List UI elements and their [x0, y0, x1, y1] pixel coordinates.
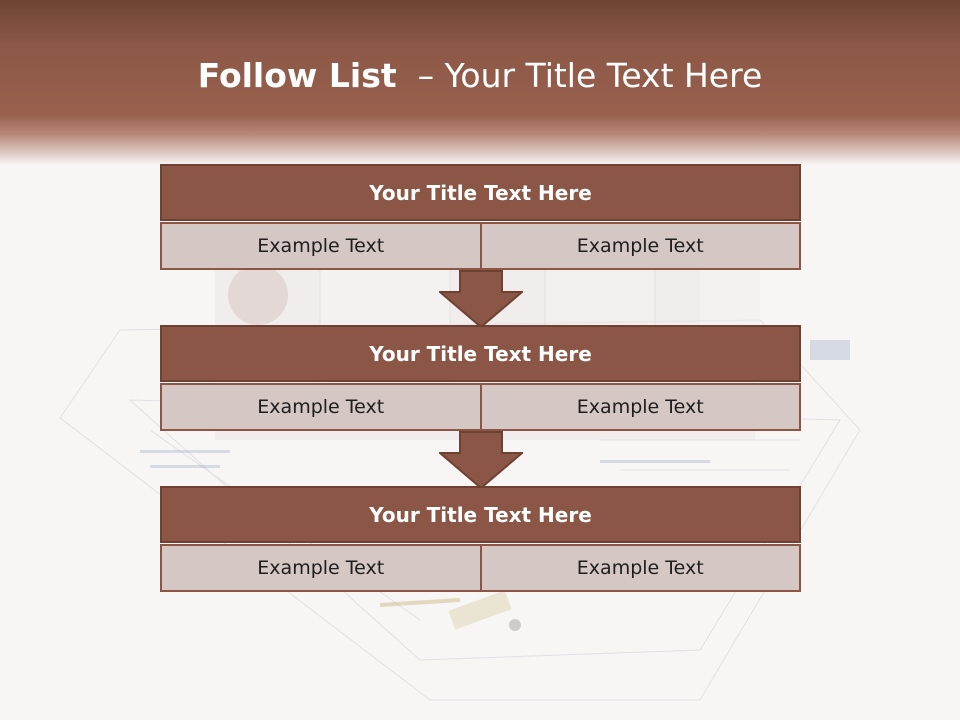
step-cell-left: Example Text — [160, 383, 482, 431]
down-arrow-icon — [439, 270, 523, 328]
step-box-3: Your Title Text Here Example Text Exampl… — [160, 486, 801, 592]
down-arrow-icon — [439, 431, 523, 489]
step-box-1: Your Title Text Here Example Text Exampl… — [160, 164, 801, 270]
step-row: Example Text Example Text — [160, 383, 801, 431]
slide-title: Follow List – Your Title Text Here — [0, 56, 960, 95]
slide-title-bold: Follow List — [197, 56, 397, 95]
step-title: Your Title Text Here — [160, 486, 801, 543]
step-cell-left: Example Text — [160, 544, 482, 592]
step-cell-left: Example Text — [160, 222, 482, 270]
slide-title-rest: – Your Title Text Here — [417, 56, 763, 95]
step-row: Example Text Example Text — [160, 222, 801, 270]
step-box-2: Your Title Text Here Example Text Exampl… — [160, 325, 801, 431]
step-cell-right: Example Text — [481, 383, 801, 431]
step-title: Your Title Text Here — [160, 325, 801, 382]
step-title: Your Title Text Here — [160, 164, 801, 221]
step-cell-right: Example Text — [481, 222, 801, 270]
step-row: Example Text Example Text — [160, 544, 801, 592]
step-cell-right: Example Text — [481, 544, 801, 592]
